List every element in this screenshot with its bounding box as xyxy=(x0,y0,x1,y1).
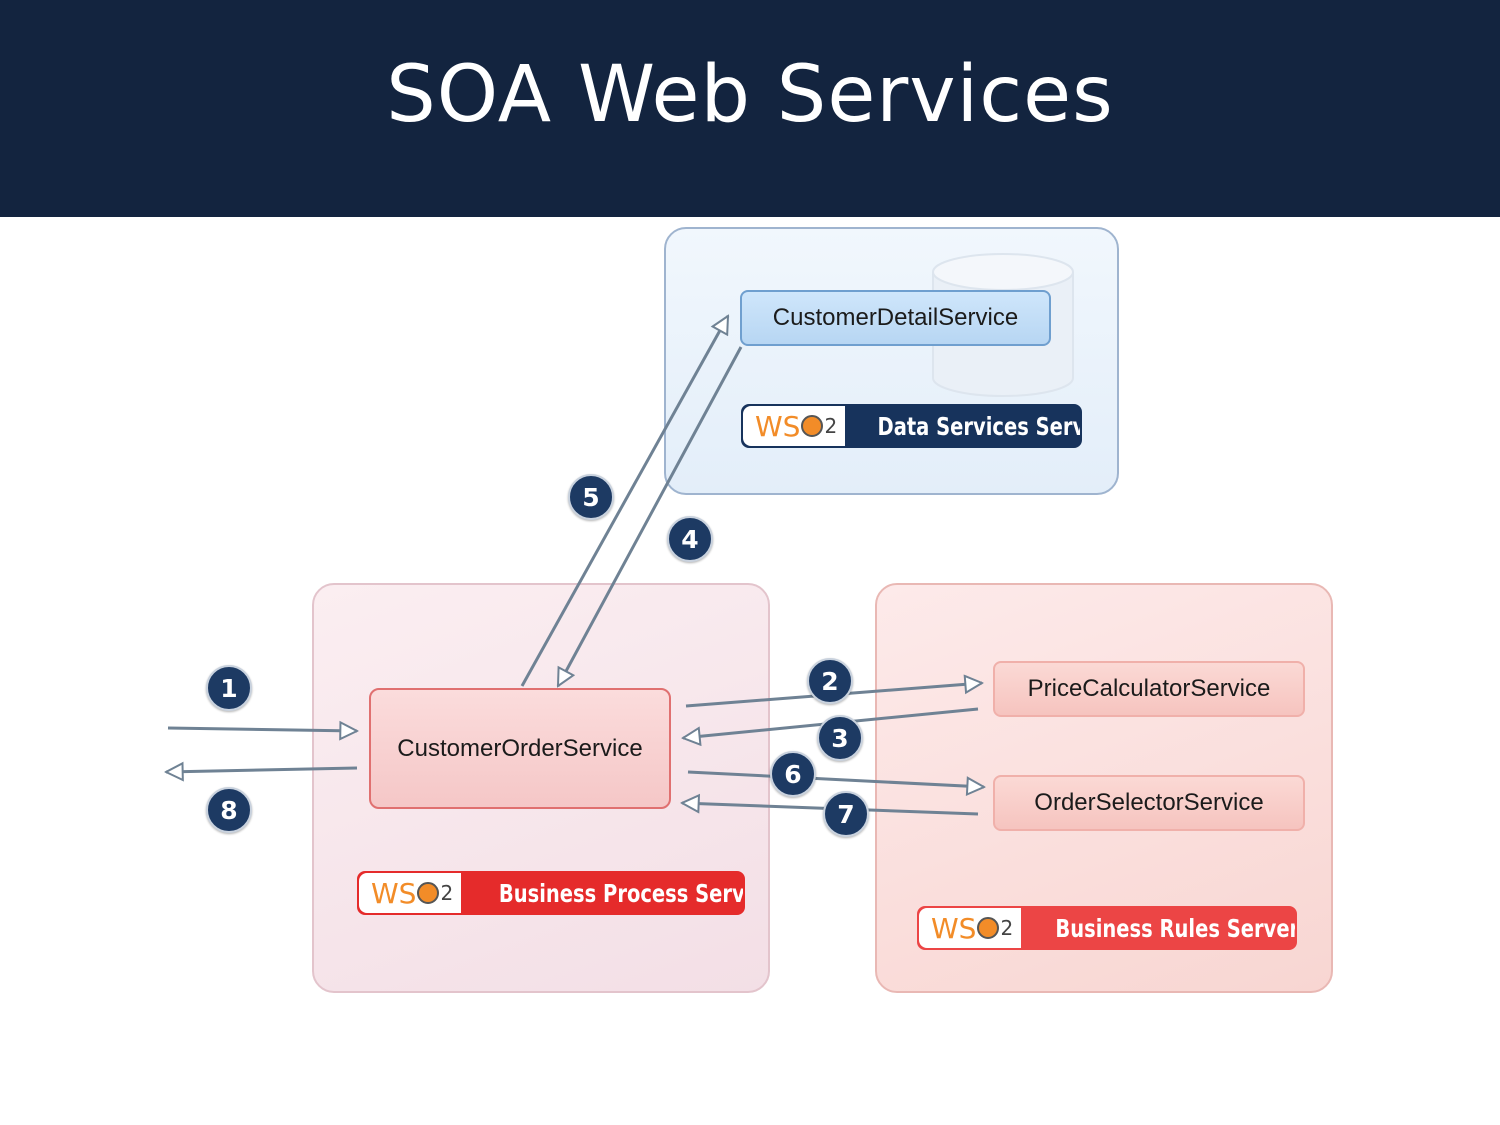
step-7-badge: 7 xyxy=(823,791,869,837)
price-calculator-service: PriceCalculatorService xyxy=(993,661,1305,717)
step-8-badge: 8 xyxy=(206,787,252,833)
customer-order-service: CustomerOrderService xyxy=(369,688,671,809)
step-6-badge: 6 xyxy=(770,751,816,797)
order-selector-service: OrderSelectorService xyxy=(993,775,1305,831)
arrow-step-6 xyxy=(687,770,984,787)
slide-title: SOA Web Services xyxy=(386,50,1114,140)
arrow-step-8 xyxy=(166,768,358,772)
arrow-step-4 xyxy=(556,346,743,686)
title-bar: SOA Web Services xyxy=(0,0,1500,217)
business-process-server-label: Business Process Server xyxy=(499,878,745,908)
step-2-badge: 2 xyxy=(807,658,853,704)
data-services-server-badge: WS2 Data Services Server xyxy=(741,404,1082,448)
arrow-step-5 xyxy=(520,316,730,687)
step-4-badge: 4 xyxy=(667,516,713,562)
customer-detail-service: CustomerDetailService xyxy=(740,290,1051,346)
step-3-badge: 3 xyxy=(817,715,863,761)
business-rules-server-label: Business Rules Server xyxy=(1055,913,1297,943)
arrow-step-1 xyxy=(167,728,357,731)
data-services-server-label: Data Services Server xyxy=(877,411,1080,441)
step-1-badge: 1 xyxy=(206,665,252,711)
step-5-badge: 5 xyxy=(568,474,614,520)
